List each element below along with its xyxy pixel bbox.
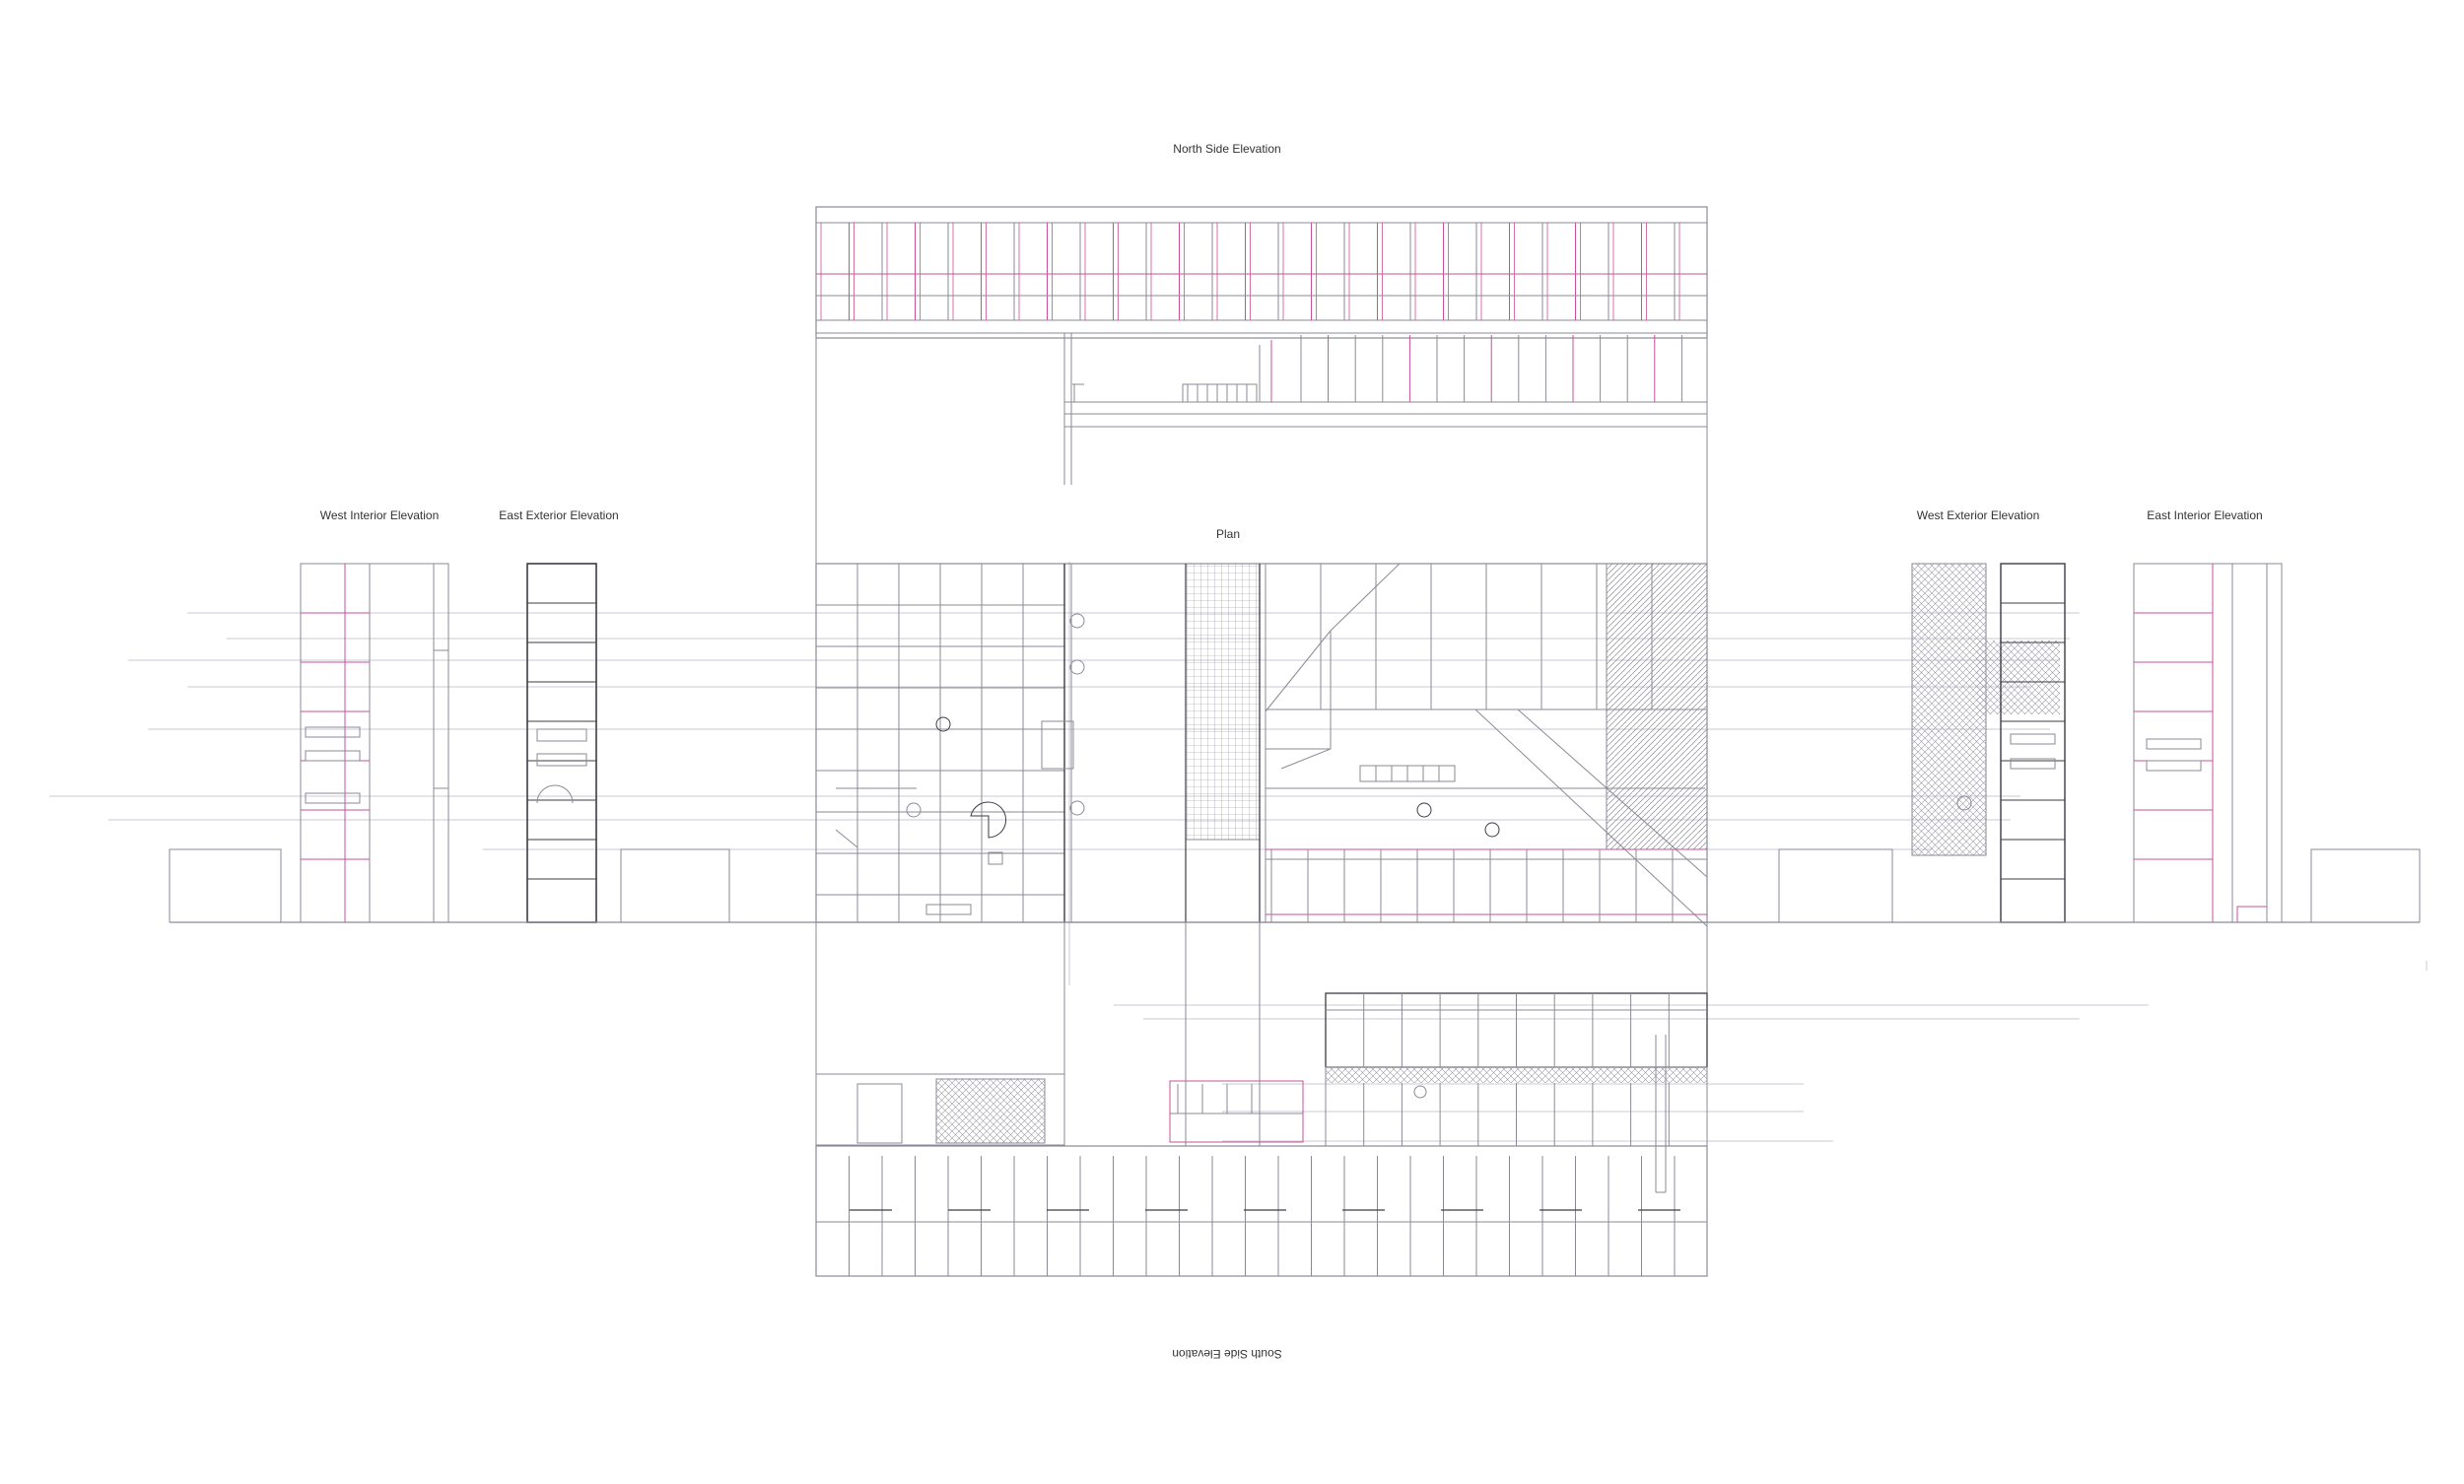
west-interior-elevation-label: West Interior Elevation (319, 508, 440, 522)
projection-guide-lines (49, 562, 2428, 1142)
south-elevation-label: South Side Elevation (1172, 1347, 1282, 1361)
west-exterior-elevation-label: West Exterior Elevation (1916, 508, 2040, 522)
east-interior-elevation-label: East Interior Elevation (2147, 508, 2263, 522)
north-side-elevation (815, 206, 1708, 485)
south-side-elevation (815, 922, 1708, 1277)
plan-label: Plan (1215, 527, 1241, 541)
north-elevation-label: North Side Elevation (1173, 142, 1281, 156)
west-interior-elevation (300, 563, 449, 923)
ground-profile-lines (169, 848, 2421, 923)
east-interior-elevation (2133, 563, 2283, 923)
east-exterior-elevation (526, 563, 597, 923)
plan-drawing (815, 207, 1708, 1276)
west-exterior-elevation (1911, 563, 2066, 923)
east-exterior-elevation-label: East Exterior Elevation (499, 508, 619, 522)
